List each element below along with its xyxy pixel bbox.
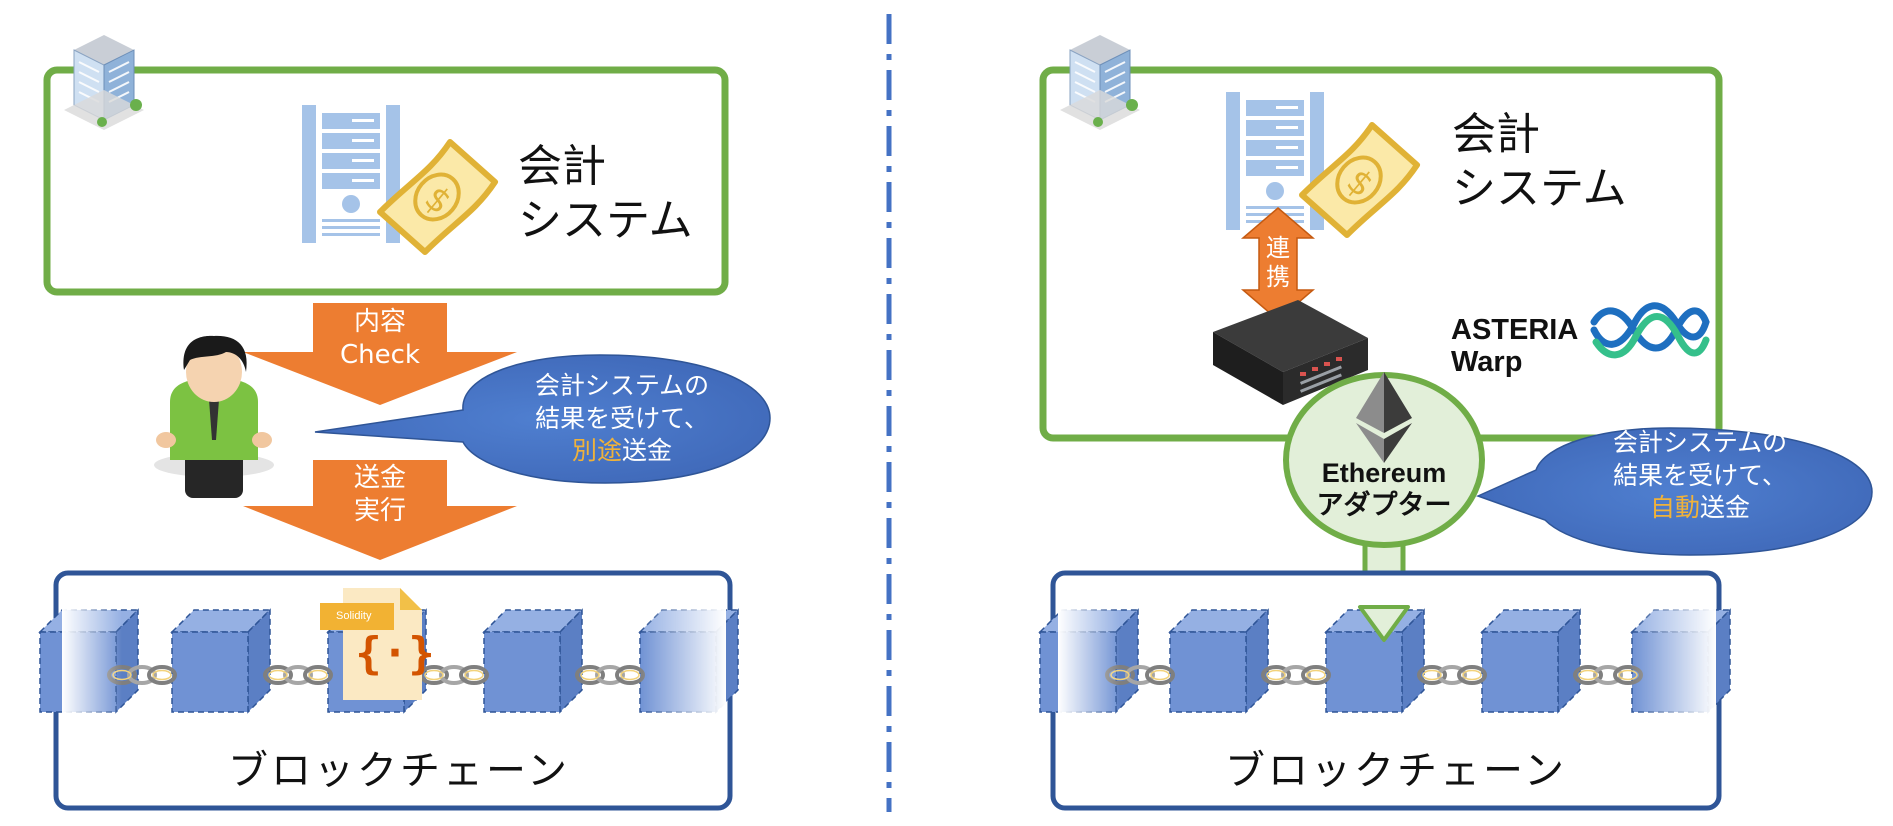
adapter-arrow-tip	[1358, 605, 1410, 642]
left-speech-bubble	[314, 354, 771, 484]
server-icon	[1226, 92, 1324, 230]
adapter-line2: アダプター	[1316, 489, 1452, 520]
adapter-line1: Ethereum	[1321, 458, 1447, 488]
right-system-label: 会計 システム	[1452, 108, 1627, 215]
right-blockchain	[1039, 605, 1731, 730]
bubble-line3-rest: 送金	[622, 436, 673, 465]
arrow-label-line2: Check	[340, 339, 420, 370]
solidity-contract-icon: {·}	[320, 588, 435, 700]
left-bubble-text: 会計システムの 結果を受けて、 別途送金	[522, 370, 722, 468]
asteria-line2: Warp	[1451, 346, 1523, 379]
person-icon	[154, 335, 274, 498]
asteria-line1: ASTERIA	[1451, 314, 1579, 346]
server-icon	[302, 105, 400, 243]
ethereum-adapter-label: Ethereum アダプター	[1304, 458, 1464, 522]
left-chain-label: ブロックチェーン	[228, 748, 570, 794]
bubble-line1: 会計システムの	[534, 371, 710, 400]
highlight-word: 自動	[1649, 493, 1700, 522]
left-blockchain	[39, 605, 739, 730]
link-label-char2: 携	[1266, 262, 1290, 291]
left-system-label: 会計 システム	[518, 140, 693, 247]
block	[483, 609, 583, 713]
system-label-line1: 会計	[518, 141, 606, 192]
system-label-line2: システム	[1452, 162, 1627, 214]
right-bubble-text: 会計システムの 結果を受けて、 自動送金	[1600, 427, 1800, 525]
arrow-label-line1: 送金	[353, 463, 406, 493]
check-arrow	[243, 303, 517, 405]
bubble-line3-rest: 送金	[1700, 493, 1751, 522]
asteria-warp-text: ASTERIA Warp	[1451, 314, 1578, 379]
solidity-tag: Solidity	[336, 610, 372, 622]
highlight-word: 別途	[571, 436, 622, 465]
link-label: 連 携	[1262, 234, 1294, 292]
execute-arrow	[243, 460, 517, 560]
right-speech-bubble	[1475, 427, 1873, 556]
system-label-line1: 会計	[1452, 109, 1540, 160]
bubble-line2: 結果を受けて、	[535, 403, 709, 433]
block	[1169, 609, 1269, 713]
arrow-label-line1: 内容	[353, 307, 406, 337]
bubble-line3: 別途送金	[522, 435, 722, 468]
bubble-line3: 自動送金	[1600, 492, 1800, 525]
office-building-icon	[63, 34, 145, 131]
link-label-char1: 連	[1266, 234, 1290, 262]
svg-text:{·}: {·}	[355, 628, 434, 679]
execute-arrow-label: 送金 実行	[330, 462, 430, 527]
check-arrow-label: 内容 Check	[330, 306, 430, 371]
system-label-line2: システム	[518, 194, 693, 246]
arrow-label-line2: 実行	[353, 495, 406, 526]
block	[1481, 609, 1581, 713]
rack-server-icon	[1213, 300, 1368, 405]
office-building-icon	[1059, 34, 1141, 131]
right-chain-label: ブロックチェーン	[1225, 748, 1567, 794]
ethereum-icon	[1356, 372, 1412, 463]
block	[171, 609, 271, 713]
asteria-warp-logo	[1590, 302, 1710, 359]
bubble-line1: 会計システムの	[1612, 428, 1788, 457]
bubble-line2: 結果を受けて、	[1613, 460, 1787, 490]
